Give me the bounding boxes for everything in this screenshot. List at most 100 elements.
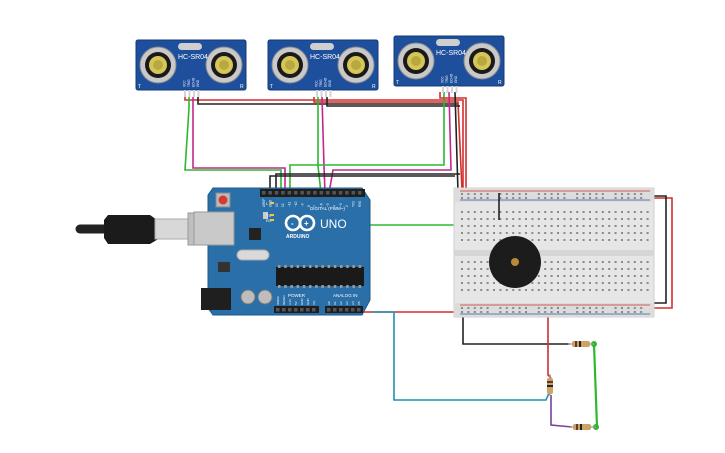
wire-s1-trig-green xyxy=(184,97,282,193)
wire-s1-echo-magenta xyxy=(192,97,286,193)
sensor-pin[interactable] xyxy=(184,90,186,97)
power-pin-label: GND xyxy=(306,298,310,306)
piezo-buzzer[interactable] xyxy=(489,236,541,288)
analog-pin[interactable] xyxy=(357,308,361,312)
sensor-pin-label: VCC xyxy=(441,76,445,83)
wire-res-green xyxy=(592,343,599,428)
reset-button[interactable] xyxy=(218,195,228,205)
power-pin[interactable] xyxy=(312,308,316,312)
analog-pin-label: A3 xyxy=(345,301,349,305)
arduino-brand: ARDUINO xyxy=(286,234,309,240)
l-led-label: L xyxy=(266,201,269,206)
digital-pin[interactable] xyxy=(345,191,349,195)
analog-pin[interactable] xyxy=(339,308,343,312)
wire-s1-vcc-red xyxy=(184,97,464,190)
sensor-side-r: R xyxy=(498,80,502,86)
sensor-pin[interactable] xyxy=(197,90,200,97)
digital-pin[interactable] xyxy=(268,191,272,195)
digital-pin[interactable] xyxy=(262,191,266,195)
digital-pin-label: ~11 xyxy=(288,202,292,207)
digital-pin[interactable] xyxy=(338,191,343,195)
svg-text:-: - xyxy=(291,219,294,228)
digital-pin[interactable] xyxy=(351,191,356,195)
wire-s3-echo-magenta xyxy=(328,91,452,194)
sensor-pin-label: ECHO xyxy=(450,73,454,83)
analog-pin[interactable] xyxy=(345,308,349,312)
wire-s1-gnd-black xyxy=(197,97,458,105)
wire-rail-red xyxy=(650,197,673,309)
digital-pin-label: 12 xyxy=(281,203,285,207)
sensor-pin[interactable] xyxy=(442,86,444,93)
digital-pin[interactable] xyxy=(300,191,304,195)
power-label: POWER xyxy=(288,293,306,298)
digital-pin[interactable] xyxy=(274,191,279,195)
digital-pin-label: ~10 xyxy=(294,201,298,207)
power-pin[interactable] xyxy=(300,308,304,312)
digital-pin-label: ~3 xyxy=(339,203,343,207)
wire-gnd-black xyxy=(269,175,455,193)
sensor-pin[interactable] xyxy=(316,90,318,97)
sensor-pin-label: GND xyxy=(454,75,458,83)
analog-pin-label: A5 xyxy=(357,301,361,305)
digital-pin[interactable] xyxy=(332,191,336,195)
arduino-logo: - + xyxy=(284,214,316,232)
digital-pin[interactable] xyxy=(326,191,330,195)
digital-pin-label: 13 xyxy=(275,203,279,207)
digital-pin[interactable] xyxy=(313,191,317,195)
power-pin-label: 5V xyxy=(294,301,298,305)
power-pin-label: GND xyxy=(300,298,304,306)
digital-pin[interactable] xyxy=(306,191,311,195)
power-pin[interactable] xyxy=(276,308,280,312)
wire-s3-vcc-red xyxy=(439,92,467,190)
analog-label: ANALOG IN xyxy=(333,293,358,298)
rx-label: RX xyxy=(266,218,272,223)
sensor-pin[interactable] xyxy=(455,86,458,93)
resistor-bottom[interactable] xyxy=(570,424,596,430)
power-pin[interactable] xyxy=(282,308,286,312)
digital-pin-label: 7 xyxy=(313,205,317,207)
analog-pin[interactable] xyxy=(333,308,337,312)
sensor-pin[interactable] xyxy=(320,90,323,97)
power-pin[interactable] xyxy=(306,308,310,312)
breadboard[interactable] xyxy=(453,187,655,318)
wire-s2-trig-green xyxy=(317,97,322,194)
digital-pin-label: 4 xyxy=(332,205,336,207)
digital-pin[interactable] xyxy=(281,191,285,195)
sensor-side-r: R xyxy=(240,84,244,90)
digital-pin[interactable] xyxy=(358,191,362,195)
sensor-pin[interactable] xyxy=(446,86,449,93)
analog-pin-label: A1 xyxy=(333,301,337,305)
power-pin[interactable] xyxy=(288,308,292,312)
sensor-pin[interactable] xyxy=(451,86,453,93)
power-pin-label: Vin xyxy=(312,300,316,305)
digital-pin-label: ~9 xyxy=(300,203,304,207)
sensor-label: HC-SR04 xyxy=(436,50,466,57)
analog-pin[interactable] xyxy=(351,308,355,312)
sensor-pin-label: GND xyxy=(328,79,332,87)
sensor-pin[interactable] xyxy=(329,90,332,97)
power-pin[interactable] xyxy=(294,308,298,312)
sensor-pin-label: GND xyxy=(196,79,200,87)
resistor-top[interactable] xyxy=(568,341,594,347)
digital-pin[interactable] xyxy=(287,191,292,195)
digital-pin[interactable] xyxy=(294,191,298,195)
sensor-pin[interactable] xyxy=(193,90,195,97)
sensor-pin[interactable] xyxy=(325,90,327,97)
resistor-vertical[interactable] xyxy=(547,374,553,396)
sensor-pin-label: ECHO xyxy=(324,77,328,87)
digital-pin[interactable] xyxy=(319,191,324,195)
tx-label: TX xyxy=(266,213,271,218)
digital-pin-label: ~6 xyxy=(320,203,324,207)
sensor-side-t: T xyxy=(396,80,399,86)
analog-pin[interactable] xyxy=(327,308,331,312)
sensor-pin[interactable] xyxy=(188,90,191,97)
sensor-pin-label: TRIG xyxy=(445,75,449,83)
sensor-label: HC-SR04 xyxy=(310,54,340,61)
power-pin-label: RESET xyxy=(282,295,286,305)
